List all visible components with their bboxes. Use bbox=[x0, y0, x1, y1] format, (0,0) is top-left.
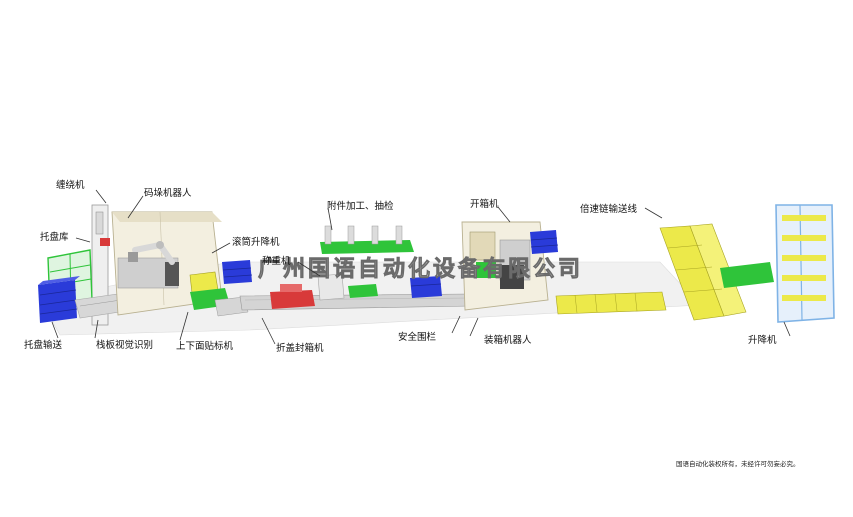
pallet-conveyor-stack bbox=[38, 276, 80, 323]
green-conveyor-1 bbox=[190, 288, 249, 317]
label-speed-chain: 倍速链输送线 bbox=[580, 203, 638, 215]
speed-chain-conveyor bbox=[555, 223, 774, 321]
label-roller-lift: 滚筒升降机 bbox=[232, 236, 280, 248]
label-pallet-conveyor: 托盘输送 bbox=[24, 339, 63, 351]
label-wrapper: 缠绕机 bbox=[56, 179, 85, 191]
label-lifter: 升降机 bbox=[748, 334, 777, 346]
lifter-tower bbox=[775, 204, 835, 323]
label-packing-robot: 装箱机器人 bbox=[484, 334, 532, 346]
label-safety-fence: 安全围栏 bbox=[398, 331, 437, 343]
accessory-tables bbox=[320, 225, 442, 298]
empty-blue-pallets bbox=[222, 260, 253, 284]
fold-seal-machine bbox=[270, 284, 315, 309]
leader-lines bbox=[51, 189, 791, 345]
label-accessory: 附件加工、抽检 bbox=[327, 200, 394, 212]
label-pallet-store: 托盘库 bbox=[40, 231, 69, 243]
wrapper-machine bbox=[91, 204, 110, 326]
label-stack-vision: 栈板视觉识别 bbox=[96, 339, 153, 351]
label-weigher: 称重机 bbox=[262, 255, 291, 267]
weigher-station bbox=[317, 273, 378, 301]
carton-opener-cell bbox=[461, 221, 559, 311]
label-carton-opener: 开箱机 bbox=[470, 198, 499, 210]
label-fold-seal: 折盖封箱机 bbox=[276, 342, 324, 354]
palletizer-cell bbox=[111, 211, 223, 316]
label-top-bottom-label: 上下面贴标机 bbox=[176, 340, 234, 352]
company-watermark: 广州国语自动化设备有限公司 bbox=[258, 256, 583, 282]
label-palletizer-robot: 码垛机器人 bbox=[144, 187, 192, 199]
copyright-note: 国语自动化装权所有，未经许可勿妄必究。 bbox=[676, 459, 800, 468]
